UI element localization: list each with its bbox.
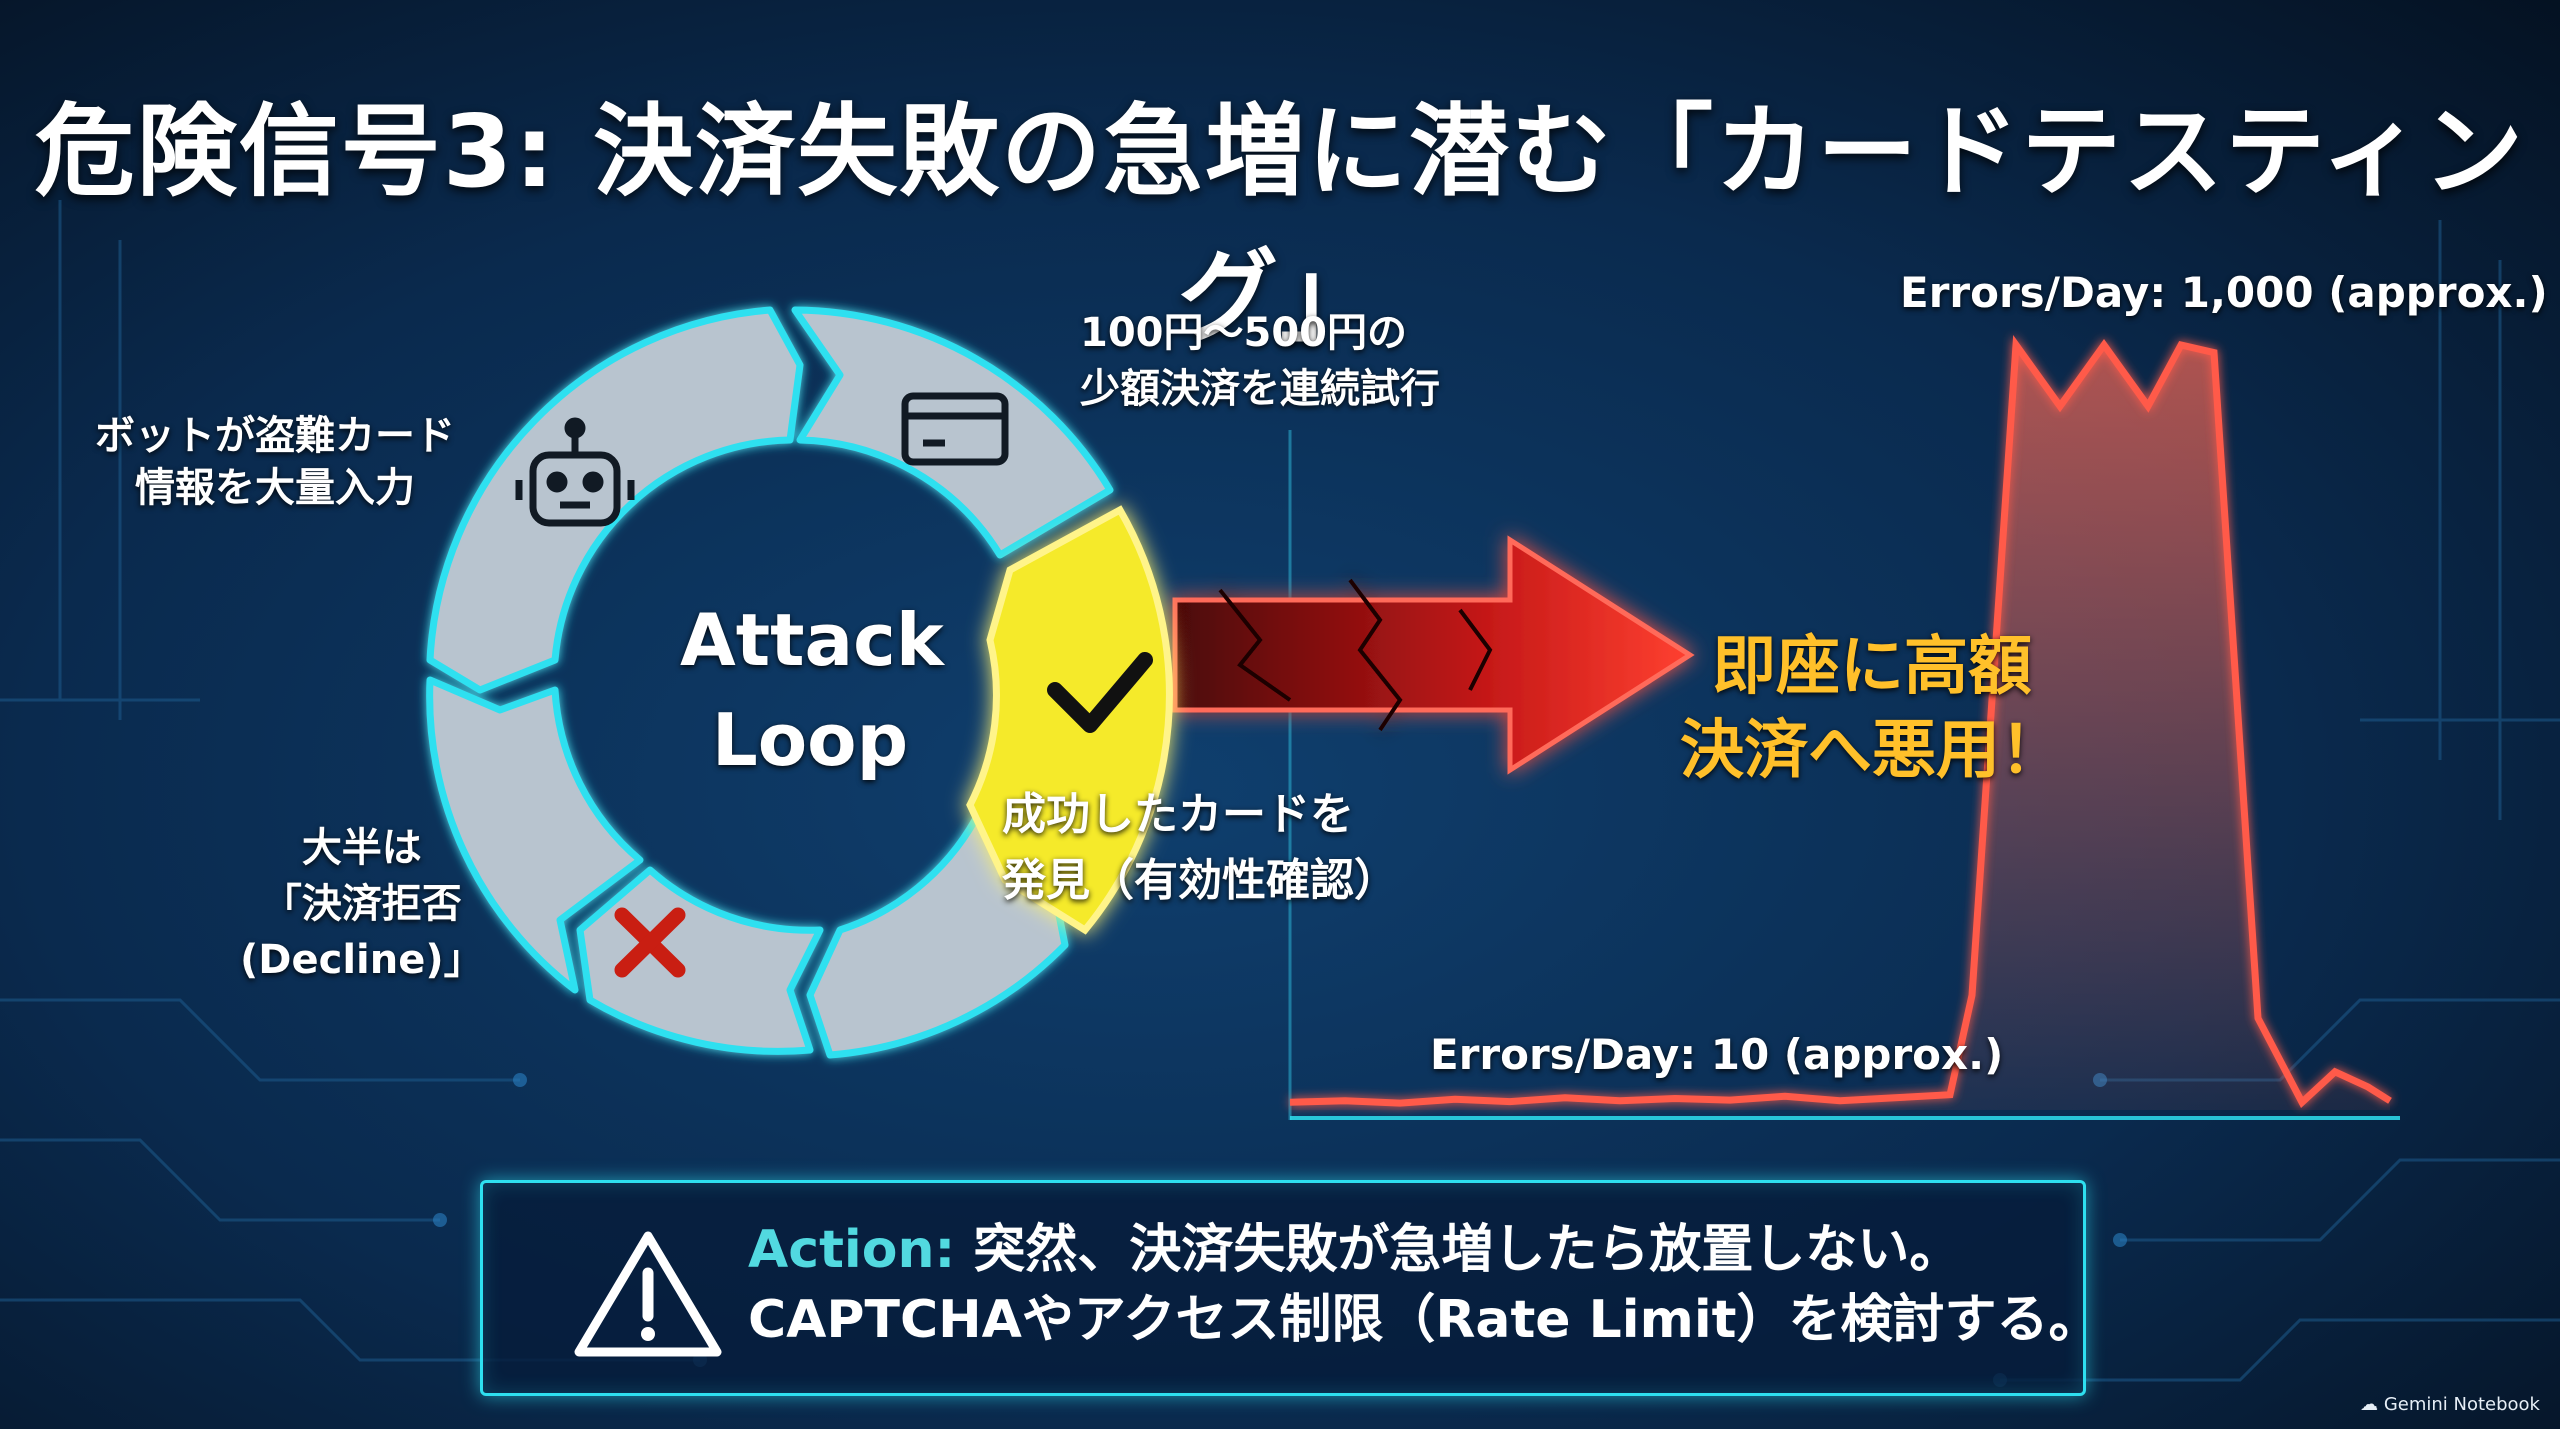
action-label: Action: [748, 1220, 956, 1280]
footer-brand: ☁ Gemini Notebook [2360, 1394, 2540, 1415]
chart-annotation-low: Errors/Day: 10 (approx.) [1430, 1030, 2004, 1079]
chart-annotation-high: Errors/Day: 1,000 (approx.) [1900, 268, 2548, 317]
credit-card-icon [901, 392, 1009, 466]
segment-left-bottom [426, 676, 644, 994]
label-bot-line2: 情報を大量入力 [135, 465, 415, 511]
attack-loop-line2: Loop [711, 698, 909, 782]
label-abuse: 即座に高額 決済へ悪用！ [1680, 625, 2064, 793]
label-success: 成功したカードを 発見（有効性確認） [1002, 782, 1398, 914]
label-decline-line3: (Decline)」 [240, 937, 484, 983]
action-line2: CAPTCHAやアクセス制限（Rate Limit）を検討する。 [748, 1290, 2101, 1350]
label-success-line2: 発見（有効性確認） [1002, 855, 1398, 906]
label-bot-input: ボットが盗難カード 情報を大量入力 [95, 410, 455, 514]
segment-success [966, 505, 1173, 935]
label-small-line2: 少額決済を連続試行 [1080, 366, 1440, 412]
chart-series-line [1289, 335, 2392, 1108]
robot-icon [515, 417, 635, 527]
label-small-amount: 100円〜500円の 少額決済を連続試行 [1080, 305, 1440, 417]
check-icon [1047, 652, 1153, 733]
label-decline: 大半は 「決済拒否 (Decline)」 [240, 820, 484, 988]
segment-decline [576, 866, 824, 1055]
action-box: Action: 突然、決済失敗が急増したら放置しない。 CAPTCHAやアクセス… [480, 1180, 2101, 1396]
cloud-icon: ☁ [2360, 1394, 2379, 1415]
action-line1-text: 突然、決済失敗が急増したら放置しない。 [973, 1220, 1962, 1280]
chart-peak-area [1290, 345, 2390, 1110]
label-decline-line1: 大半は [301, 825, 422, 871]
action-line1: Action: 突然、決済失敗が急増したら放置しない。 [748, 1215, 2101, 1285]
footer-text: Gemini Notebook [2383, 1394, 2540, 1415]
warning-icon [574, 1231, 722, 1357]
label-abuse-line1: 即座に高額 [1712, 630, 2032, 704]
action-text: Action: 突然、決済失敗が急増したら放置しない。 CAPTCHAやアクセス… [748, 1215, 2101, 1355]
label-decline-line2: 「決済拒否 [261, 881, 462, 927]
segment-card [791, 306, 1114, 559]
red-arrow [1172, 535, 1695, 775]
attack-loop-line1: Attack [680, 598, 944, 682]
label-abuse-line2: 決済へ悪用！ [1680, 714, 2064, 788]
attack-loop-label: Attack Loop [680, 590, 944, 790]
label-bot-line1: ボットが盗難カード [95, 413, 455, 459]
x-icon [614, 907, 686, 978]
page-title: 危険信号3: 決済失敗の急増に潜む「カードテスティング」 [34, 93, 2526, 355]
label-success-line1: 成功したカードを [1002, 789, 1354, 840]
label-small-line1: 100円〜500円の [1080, 310, 1407, 356]
